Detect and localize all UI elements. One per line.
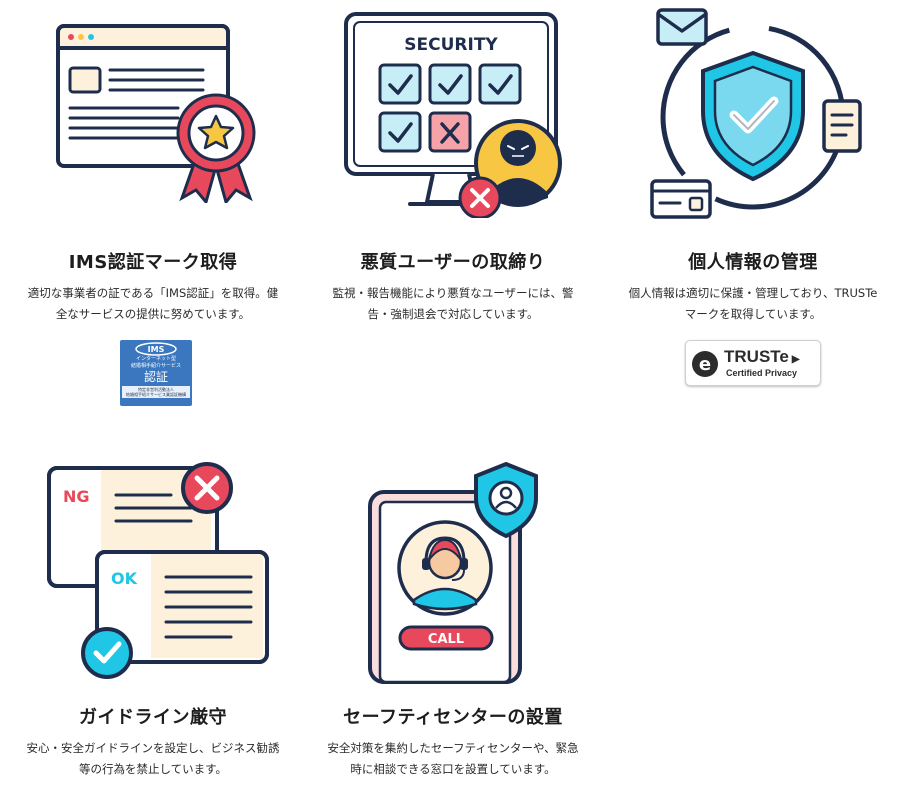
truste-badge: e TRUSTe▶ Certified Privacy	[685, 340, 821, 386]
badge-text: 結婚相手紹介サービス	[130, 363, 181, 369]
truste-logo-icon: e	[692, 351, 718, 377]
feature-card-safety-center: CALL セーフティセンターの設置 安全対策を集約したセーフティセンターや、緊急…	[303, 420, 603, 800]
feature-title: IMS認証マーク取得	[68, 252, 238, 273]
safety-center-phone-illustration: CALL	[368, 461, 538, 684]
badge-mark: 認証	[143, 370, 168, 384]
ng-ok-documents-illustration: NG OK	[47, 462, 269, 679]
certificate-illustration	[56, 24, 256, 203]
security-monitor-illustration: SECURITY	[344, 12, 562, 218]
feature-description: 監視・報告機能により悪質なユーザーには、警 告・強制退会で対応しています。	[303, 283, 603, 325]
security-text: SECURITY	[404, 35, 498, 55]
feature-description: 個人情報は適切に保護・管理しており、TRUSTe マークを取得しています。	[603, 283, 903, 325]
badge-text: 特定非営利活動法人	[138, 387, 174, 392]
feature-card-security: SECURITY 悪質ユーザーの取締り 監視・報告機能により悪質なユー	[303, 0, 603, 420]
ng-label: NG	[63, 487, 90, 506]
feature-card-ims: IMS認証マーク取得 適切な事業者の証である「IMS認証」を取得。健 全なサービ…	[3, 0, 303, 420]
badge-footer: 特定非営利活動法人 結婚相手紹介サービス業認証機構	[122, 386, 190, 398]
svg-text:IMS: IMS	[148, 345, 165, 354]
description-line: 等の行為を禁止しています。	[78, 762, 227, 776]
description-line: 安全対策を集約したセーフティセンターや、緊急	[327, 741, 579, 755]
truste-brand: TRUSTe	[724, 347, 789, 366]
privacy-shield-illustration	[650, 8, 862, 219]
badge-text: 結婚相手紹介サービス業認証機構	[126, 392, 186, 397]
feature-card-privacy: 個人情報の管理 個人情報は適切に保護・管理しており、TRUSTe マークを取得し…	[603, 0, 903, 420]
description-line: 個人情報は適切に保護・管理しており、TRUSTe	[628, 286, 878, 300]
ims-logo-icon: IMS	[135, 342, 177, 356]
feature-description: 安心・安全ガイドラインを設定し、ビジネス勧誘 等の行為を禁止しています。	[3, 738, 303, 780]
call-button-label: CALL	[428, 632, 464, 647]
truste-subtitle: Certified Privacy	[726, 368, 798, 378]
feature-title: ガイドライン厳守	[79, 707, 227, 728]
feature-description: 安全対策を集約したセーフティセンターや、緊急 時に相談できる窓口を設置しています…	[303, 738, 603, 780]
description-line: 適切な事業者の証である「IMS認証」を取得。健	[27, 286, 279, 300]
description-line: 全なサービスの提供に努めています。	[55, 307, 251, 321]
ok-label: OK	[111, 569, 138, 588]
description-line: 時に相談できる窓口を設置しています。	[350, 762, 556, 776]
badge-text: インターネット型	[135, 356, 176, 362]
description-line: マークを取得しています。	[684, 307, 822, 321]
description-line: 告・強制退会で対応しています。	[367, 307, 539, 321]
play-triangle-icon: ▶	[791, 354, 800, 365]
description-line: 安心・安全ガイドラインを設定し、ビジネス勧誘	[26, 741, 280, 755]
ims-certification-badge: IMS インターネット型 結婚相手紹介サービス 認証 特定非営利活動法人 結婚相…	[120, 340, 192, 406]
feature-title: 個人情報の管理	[688, 252, 818, 273]
feature-title: セーフティセンターの設置	[343, 707, 563, 728]
description-line: 監視・報告機能により悪質なユーザーには、警	[332, 286, 574, 300]
svg-text:e: e	[699, 354, 711, 375]
feature-description: 適切な事業者の証である「IMS認証」を取得。健 全なサービスの提供に努めています…	[3, 283, 303, 325]
feature-card-guideline: NG OK ガイドライン厳守 安心・安全ガイドラインを設定し、ビジネス勧誘 等の…	[3, 420, 303, 800]
feature-title: 悪質ユーザーの取締り	[360, 252, 546, 273]
